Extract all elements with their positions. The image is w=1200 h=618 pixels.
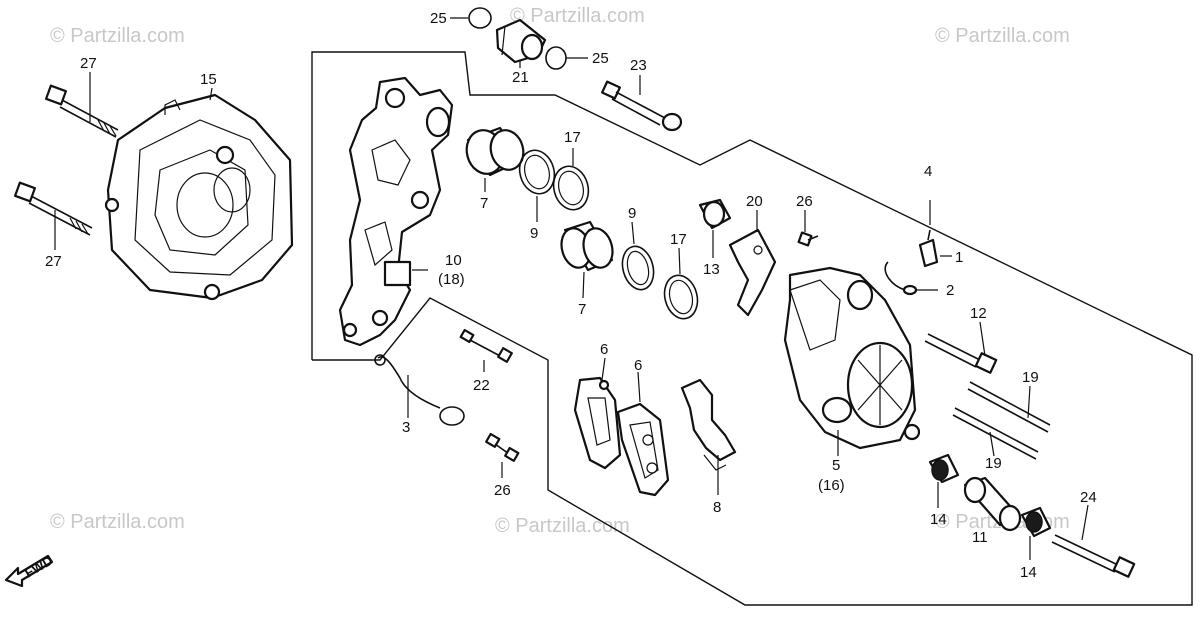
pin-19-lower[interactable] xyxy=(952,407,1039,460)
callout-labels: 25 21 25 23 15 27 27 7 9 17 9 17 7 13 20… xyxy=(45,10,1097,581)
callout-13[interactable]: 13 xyxy=(703,261,720,278)
o-ring-25-lower[interactable] xyxy=(545,46,567,70)
bleeder-cap-2[interactable] xyxy=(884,261,918,296)
retainer-20[interactable] xyxy=(728,228,777,317)
boot-14-left[interactable] xyxy=(928,453,960,484)
callout-6[interactable]: 6 xyxy=(634,357,642,374)
callout-22[interactable]: 22 xyxy=(473,377,490,394)
brake-pad-6-left[interactable] xyxy=(573,376,622,470)
callout-14[interactable]: 14 xyxy=(930,511,947,528)
seal-9-upper[interactable] xyxy=(515,146,559,197)
watermark: © Partzilla.com xyxy=(50,511,185,533)
callout-19[interactable]: 19 xyxy=(1022,369,1039,386)
callout-21[interactable]: 21 xyxy=(512,69,529,86)
callout-9[interactable]: 9 xyxy=(628,205,636,222)
watermark: © Partzilla.com xyxy=(510,5,645,27)
sleeve-11[interactable] xyxy=(963,476,1022,532)
callout-27[interactable]: 27 xyxy=(45,253,62,270)
pin-boot-21[interactable] xyxy=(495,18,547,64)
pin-boot-13[interactable] xyxy=(698,198,732,230)
callout-25[interactable]: 25 xyxy=(430,10,447,27)
seal-17-upper[interactable] xyxy=(549,162,593,213)
callout-3[interactable]: 3 xyxy=(402,419,410,436)
callout-5-alt[interactable]: (16) xyxy=(818,477,845,494)
callout-27[interactable]: 27 xyxy=(80,55,97,72)
callout-17[interactable]: 17 xyxy=(670,231,687,248)
callout-5[interactable]: 5 xyxy=(832,457,840,474)
callout-17[interactable]: 17 xyxy=(564,129,581,146)
boot-14-right[interactable] xyxy=(1020,506,1052,538)
callout-26[interactable]: 26 xyxy=(494,482,511,499)
brake-pad-6-right[interactable] xyxy=(616,402,670,497)
bolt-24[interactable] xyxy=(1051,534,1136,578)
callout-6[interactable]: 6 xyxy=(600,341,608,358)
callout-10-alt[interactable]: (18) xyxy=(438,271,465,288)
callout-10[interactable]: 10 xyxy=(445,252,462,269)
seal-17-lower[interactable] xyxy=(660,272,702,323)
callout-24[interactable]: 24 xyxy=(1080,489,1097,506)
bolt-23[interactable] xyxy=(601,80,683,132)
callout-11[interactable]: 11 xyxy=(972,529,988,546)
bleeder-screw-1[interactable] xyxy=(918,229,939,268)
leader-lines xyxy=(54,17,1089,560)
callout-2[interactable]: 2 xyxy=(946,282,954,299)
fwd-label: FWD xyxy=(22,553,55,581)
caliper-bracket[interactable] xyxy=(338,76,454,347)
caliper-body[interactable] xyxy=(783,266,921,450)
callout-25[interactable]: 25 xyxy=(592,50,609,67)
callout-12[interactable]: 12 xyxy=(970,305,987,322)
assembly-outline xyxy=(311,51,1193,606)
callout-15[interactable]: 15 xyxy=(200,71,217,88)
watermark: © Partzilla.com xyxy=(495,515,630,537)
callout-4[interactable]: 4 xyxy=(924,163,932,180)
bolt-12[interactable] xyxy=(924,333,998,374)
callout-8[interactable]: 8 xyxy=(713,499,721,516)
fwd-arrow: FWD xyxy=(4,553,55,588)
callout-14[interactable]: 14 xyxy=(1020,564,1037,581)
callout-19[interactable]: 19 xyxy=(985,455,1002,472)
callout-20[interactable]: 20 xyxy=(746,193,763,210)
seal-9-lower[interactable] xyxy=(618,243,658,293)
watermark: © Partzilla.com xyxy=(935,25,1070,47)
caliper-assembly-left[interactable] xyxy=(104,93,294,301)
spring-clip[interactable] xyxy=(374,354,465,426)
bolt-27-upper[interactable] xyxy=(44,84,119,138)
piston-7-lower[interactable] xyxy=(557,220,616,272)
o-ring-25-upper[interactable] xyxy=(468,7,492,29)
bolt-22[interactable] xyxy=(459,328,513,363)
bolt-27-lower[interactable] xyxy=(13,181,93,236)
callout-26[interactable]: 26 xyxy=(796,193,813,210)
bolt-26-lower[interactable] xyxy=(485,432,520,462)
pin-19-upper[interactable] xyxy=(967,381,1051,433)
callout-7[interactable]: 7 xyxy=(578,301,586,318)
callout-7[interactable]: 7 xyxy=(480,195,488,212)
bleeder-26-upper[interactable] xyxy=(797,231,819,247)
piston-7-upper[interactable] xyxy=(462,126,528,178)
callout-1[interactable]: 1 xyxy=(955,249,963,266)
watermark: © Partzilla.com xyxy=(50,25,185,47)
callout-9[interactable]: 9 xyxy=(530,225,538,242)
pad-spring-8[interactable] xyxy=(680,378,737,471)
callout-23[interactable]: 23 xyxy=(630,57,647,74)
